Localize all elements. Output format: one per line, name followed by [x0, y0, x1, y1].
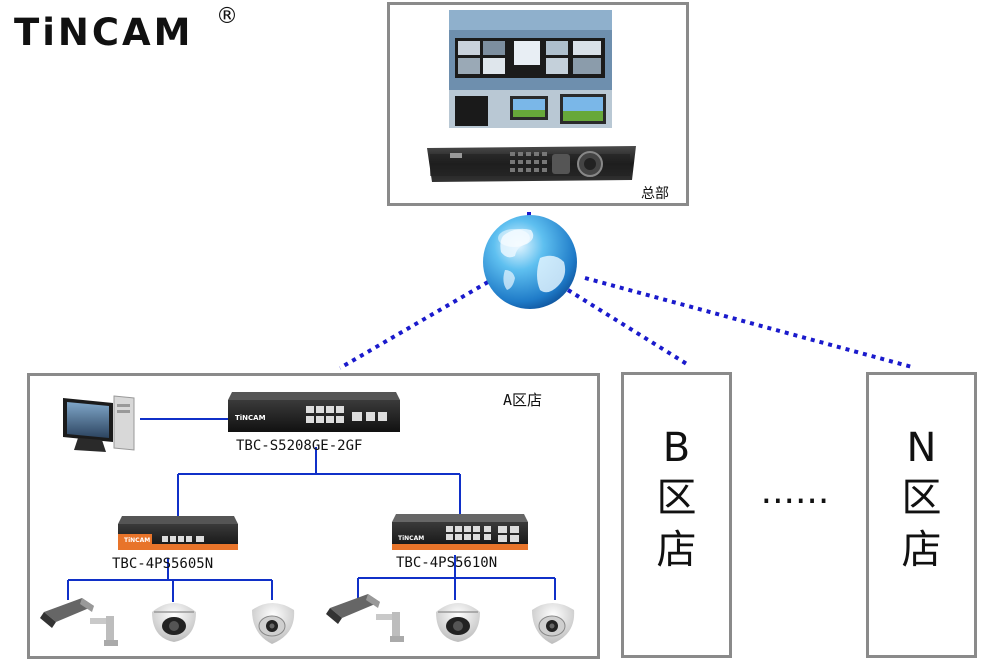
switch-brand-label: TiNCAM	[235, 414, 266, 422]
zone-n-box	[866, 372, 977, 658]
zone-b-box	[621, 372, 732, 658]
zone-b-letter: B	[662, 425, 691, 471]
dome-camera-icon	[436, 603, 480, 642]
globe-icon	[483, 215, 577, 309]
monitor-wall-icon	[449, 10, 612, 128]
link-zone-b	[566, 288, 692, 368]
desktop-computer-icon	[63, 395, 135, 452]
network-switch-icon: TiNCAM	[392, 514, 528, 550]
lan-wiring	[67, 418, 556, 602]
link-zone-a	[338, 280, 490, 370]
zone-n-letter: N	[906, 425, 937, 471]
bullet-camera-icon	[326, 594, 404, 642]
right-switch-model: TBC-4PS5610N	[396, 555, 498, 571]
main-switch-model: TBC-S5208GE-2GF	[236, 438, 363, 454]
zone-a-label: A区店	[503, 391, 543, 409]
turret-camera-icon	[532, 603, 575, 644]
zone-b-char-2: 店	[656, 527, 697, 573]
link-zone-n	[584, 276, 913, 369]
registered-mark: ®	[216, 4, 238, 29]
wan-links	[338, 212, 913, 370]
left-switch-model: TBC-4PS5605N	[112, 556, 214, 572]
zone-n-char-2: 店	[901, 527, 942, 573]
zone-b-char-1: 区	[656, 475, 697, 521]
brand-logo: TiNCAM	[14, 11, 194, 54]
ellipsis: ......	[760, 471, 830, 512]
zone-n-char-1: 区	[901, 475, 942, 521]
hq-label: 总部	[641, 186, 669, 202]
switch-brand-label: TiNCAM	[124, 537, 150, 544]
dome-camera-icon	[152, 603, 196, 642]
switch-brand-label: TiNCAM	[398, 535, 424, 542]
bullet-camera-icon	[40, 598, 118, 646]
network-switch-icon: TiNCAM	[118, 516, 238, 550]
turret-camera-icon	[252, 603, 295, 644]
nvr-icon	[427, 146, 636, 182]
network-switch-icon: TiNCAM	[228, 392, 400, 432]
